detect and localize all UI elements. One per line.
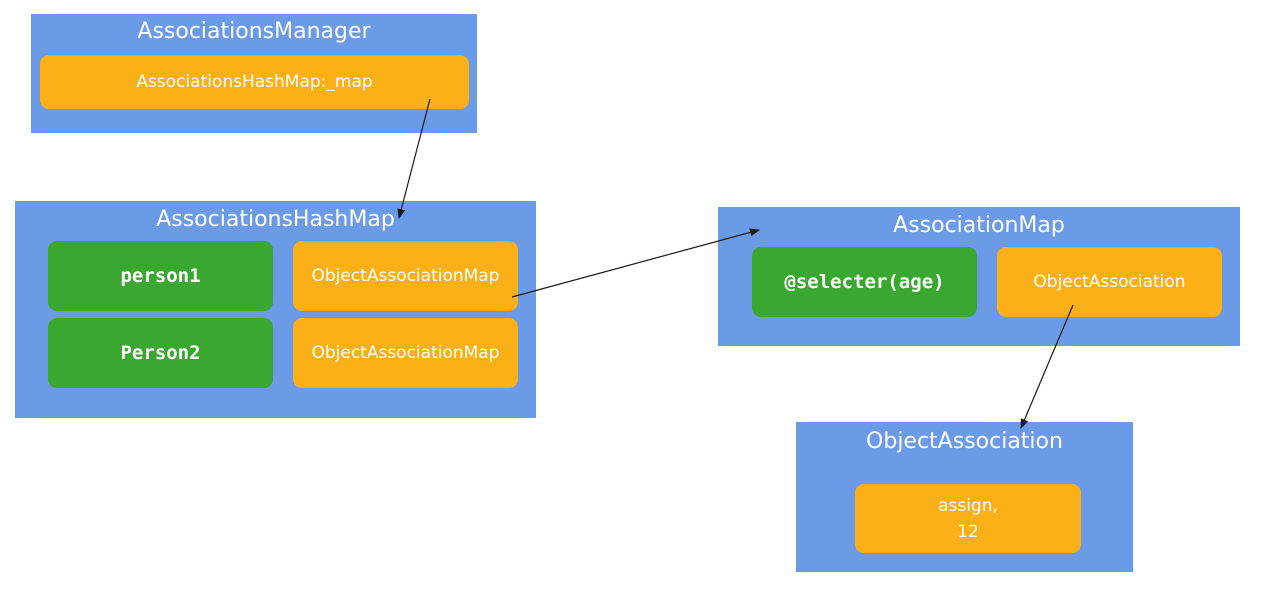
object-association-panel: ObjectAssociation assign, 12 [796, 422, 1133, 572]
object-association-policy: assign, [938, 495, 998, 516]
hash-map-value-row2: ObjectAssociationMap [293, 318, 518, 388]
associations-manager-panel: AssociationsManager AssociationsHashMap:… [31, 14, 477, 133]
associations-hash-map-field-box: AssociationsHashMap:_map [40, 55, 469, 109]
associations-manager-title: AssociationsManager [137, 19, 371, 44]
association-map-key-selector: @selecter(age) [752, 247, 977, 317]
association-map-value-box: ObjectAssociation [997, 247, 1222, 317]
object-association-title: ObjectAssociation [866, 429, 1063, 454]
associations-hash-map-title: AssociationsHashMap [156, 207, 395, 232]
hash-map-key-person1: person1 [48, 241, 273, 311]
object-association-value-box: assign, 12 [855, 484, 1081, 553]
hash-map-value-row1: ObjectAssociationMap [293, 241, 518, 311]
association-map-panel: AssociationMap @selecter(age) ObjectAsso… [718, 207, 1240, 346]
object-association-value: 12 [957, 521, 979, 542]
association-map-title: AssociationMap [893, 213, 1065, 238]
associations-hash-map-panel: AssociationsHashMap person1 ObjectAssoci… [15, 201, 536, 418]
hash-map-key-person2: Person2 [48, 318, 273, 388]
